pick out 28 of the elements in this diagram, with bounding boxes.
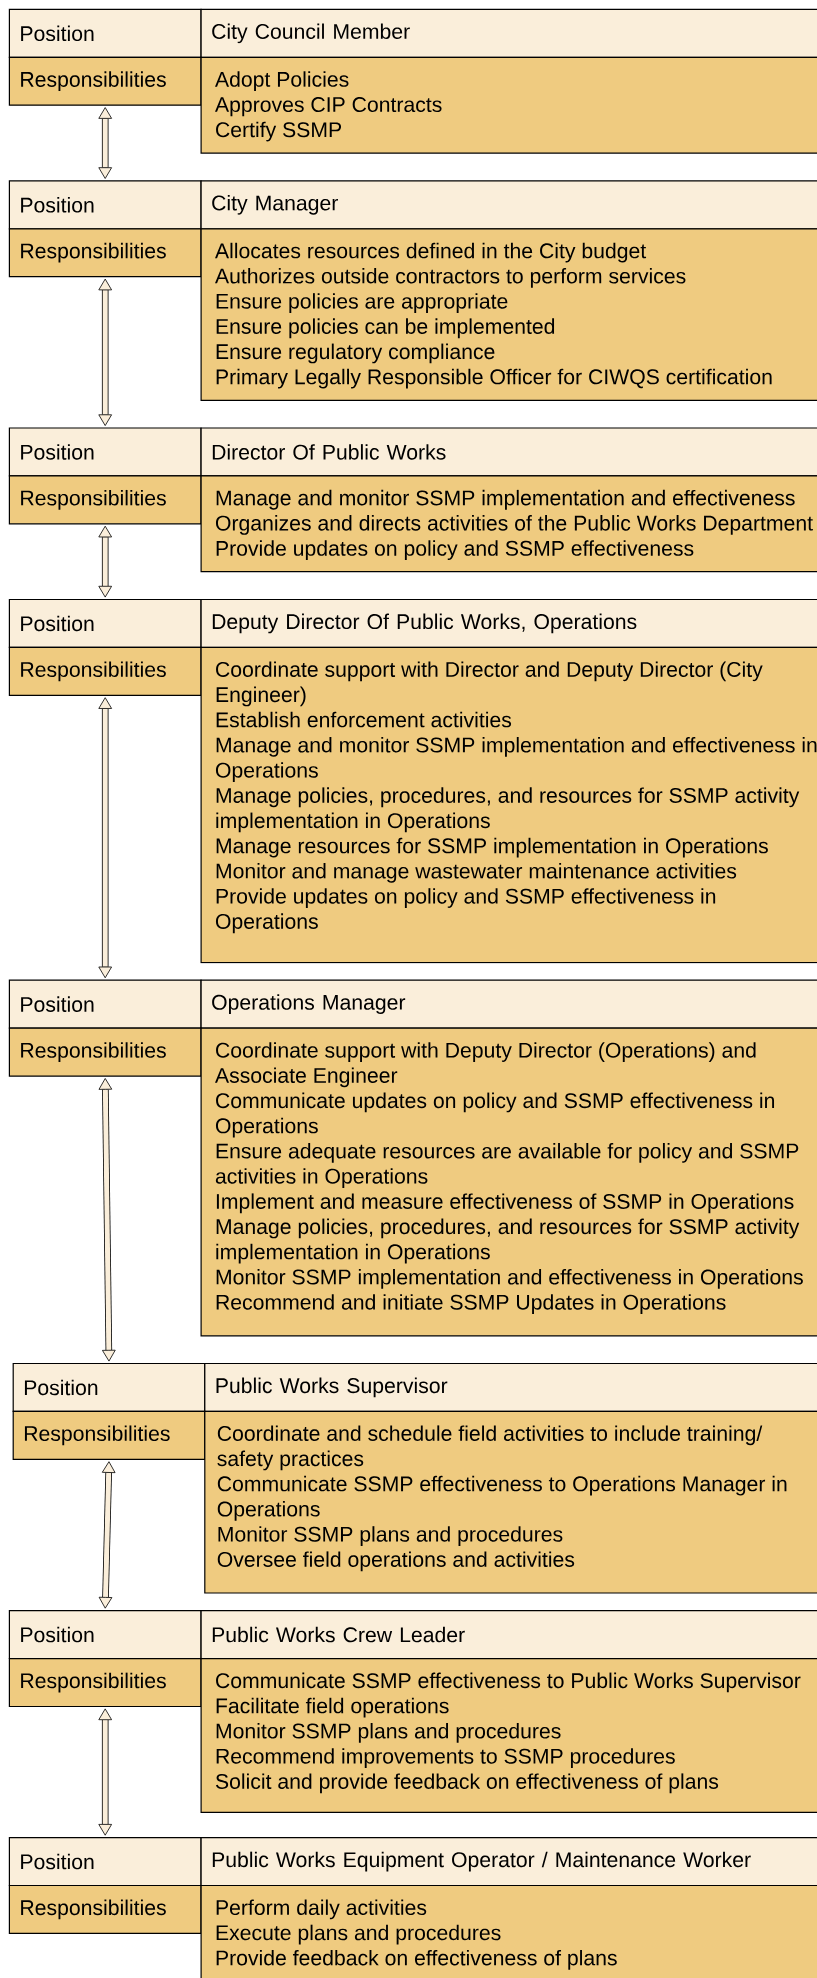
double-arrow bbox=[98, 278, 112, 426]
position-label-box: Position bbox=[12, 1362, 206, 1412]
double-arrow bbox=[98, 1461, 116, 1609]
responsibilities-box: Coordinate and schedule field activities to include training/ safety practices Communicate SSMP effectiveness to Operations Manager in Operations Monitor SSMP plans and procedures Oversee field operations and activities bbox=[204, 1410, 817, 1594]
responsibilities-box: Coordinate support with Director and Deputy Director (City Engineer) Establish enforcement activities Manage and monitor SSMP implementation and effectiveness in Operations Manage policies, procedures, and resources for SSMP activity implementation in Operations Manage resources for SSMP implementation in Operations Monitor and manage wastewater maintenance activities Provide updates on policy and SSMP effectiveness in Operations bbox=[200, 646, 817, 964]
position-label-box: Position bbox=[8, 180, 202, 230]
position-label-box: Position bbox=[8, 8, 202, 58]
responsibilities-label-box: Responsibilities bbox=[8, 56, 202, 106]
double-arrow bbox=[98, 107, 112, 179]
responsibilities-label-box: Responsibilities bbox=[8, 475, 202, 525]
responsibilities-label-box: Responsibilities bbox=[8, 1027, 202, 1077]
position-label-box: Position bbox=[8, 427, 202, 477]
responsibilities-label-box: Responsibilities bbox=[8, 1658, 202, 1708]
double-arrow bbox=[98, 525, 112, 598]
position-label-box: Position bbox=[8, 979, 202, 1029]
responsibilities-label-box: Responsibilities bbox=[8, 646, 202, 696]
responsibilities-box: Allocates resources defined in the City budget Authorizes outside contractors to perform services Ensure policies are appropriate Ensure policies can be implemented Ensure regulatory compliance Primary Legally Responsible Officer for CIWQS certification bbox=[200, 228, 817, 401]
position-label-box: Position bbox=[8, 1610, 202, 1660]
responsibilities-label-box: Responsibilities bbox=[8, 1884, 202, 1934]
position-label-box: Position bbox=[8, 598, 202, 648]
responsibilities-box: Coordinate support with Deputy Director (Operations) and Associate Engineer Communicate updates on policy and SSMP effectiveness in Operations Ensure adequate resources are available for policy and SSMP activities in Operations Implement and measure effectiveness of SSMP in Operations Manage policies, procedures, and resources for SSMP activity implementation in Operations Monitor SSMP implementation and effectiveness in Operations Recommend and initiate SSMP Updates in Operations bbox=[200, 1027, 817, 1337]
double-arrow bbox=[98, 697, 112, 979]
position-label-box: Position bbox=[8, 1837, 202, 1887]
responsibilities-box: Communicate SSMP effectiveness to Public Works Supervisor Facilitate field operations Monitor SSMP plans and procedures Recommend improvements to SSMP procedures Solicit and provide feedback on effectiveness of plans bbox=[200, 1658, 817, 1813]
double-arrow bbox=[98, 1078, 116, 1362]
responsibilities-label-box: Responsibilities bbox=[12, 1410, 206, 1460]
double-arrow bbox=[98, 1708, 112, 1836]
responsibilities-label-box: Responsibilities bbox=[8, 228, 202, 278]
